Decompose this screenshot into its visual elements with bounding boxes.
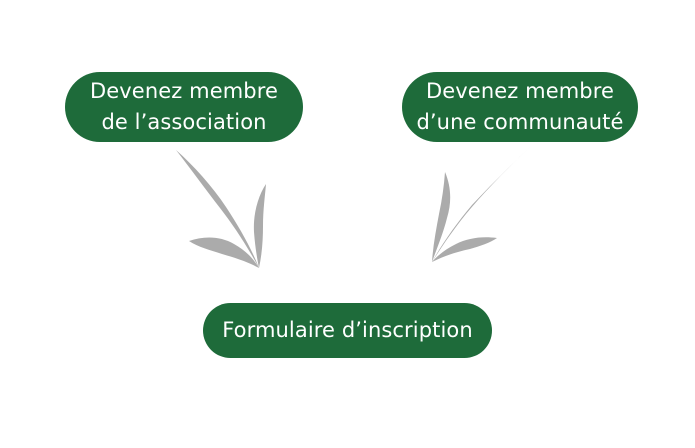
arrow-barb-right-lower <box>432 237 497 262</box>
arrow-communaute-to-formulaire <box>432 146 531 262</box>
node-join-community[interactable]: Devenez membre d’une communauté <box>402 72 638 142</box>
arrow-barb-left-upper <box>253 184 266 268</box>
arrow-barb-right-upper <box>432 172 451 262</box>
node-registration-form-label: Formulaire d’inscription <box>222 318 473 342</box>
node-registration-form[interactable]: Formulaire d’inscription <box>203 303 492 358</box>
node-join-community-line2: d’une communauté <box>416 110 624 134</box>
node-join-association-line2: de l’association <box>101 110 267 134</box>
node-join-community-line1: Devenez membre <box>425 79 615 103</box>
arrow-barb-left-lower <box>189 237 259 268</box>
node-join-association-line1: Devenez membre <box>89 79 279 103</box>
node-join-association[interactable]: Devenez membre de l’association <box>65 72 303 142</box>
arrow-association-to-formulaire <box>176 150 266 268</box>
